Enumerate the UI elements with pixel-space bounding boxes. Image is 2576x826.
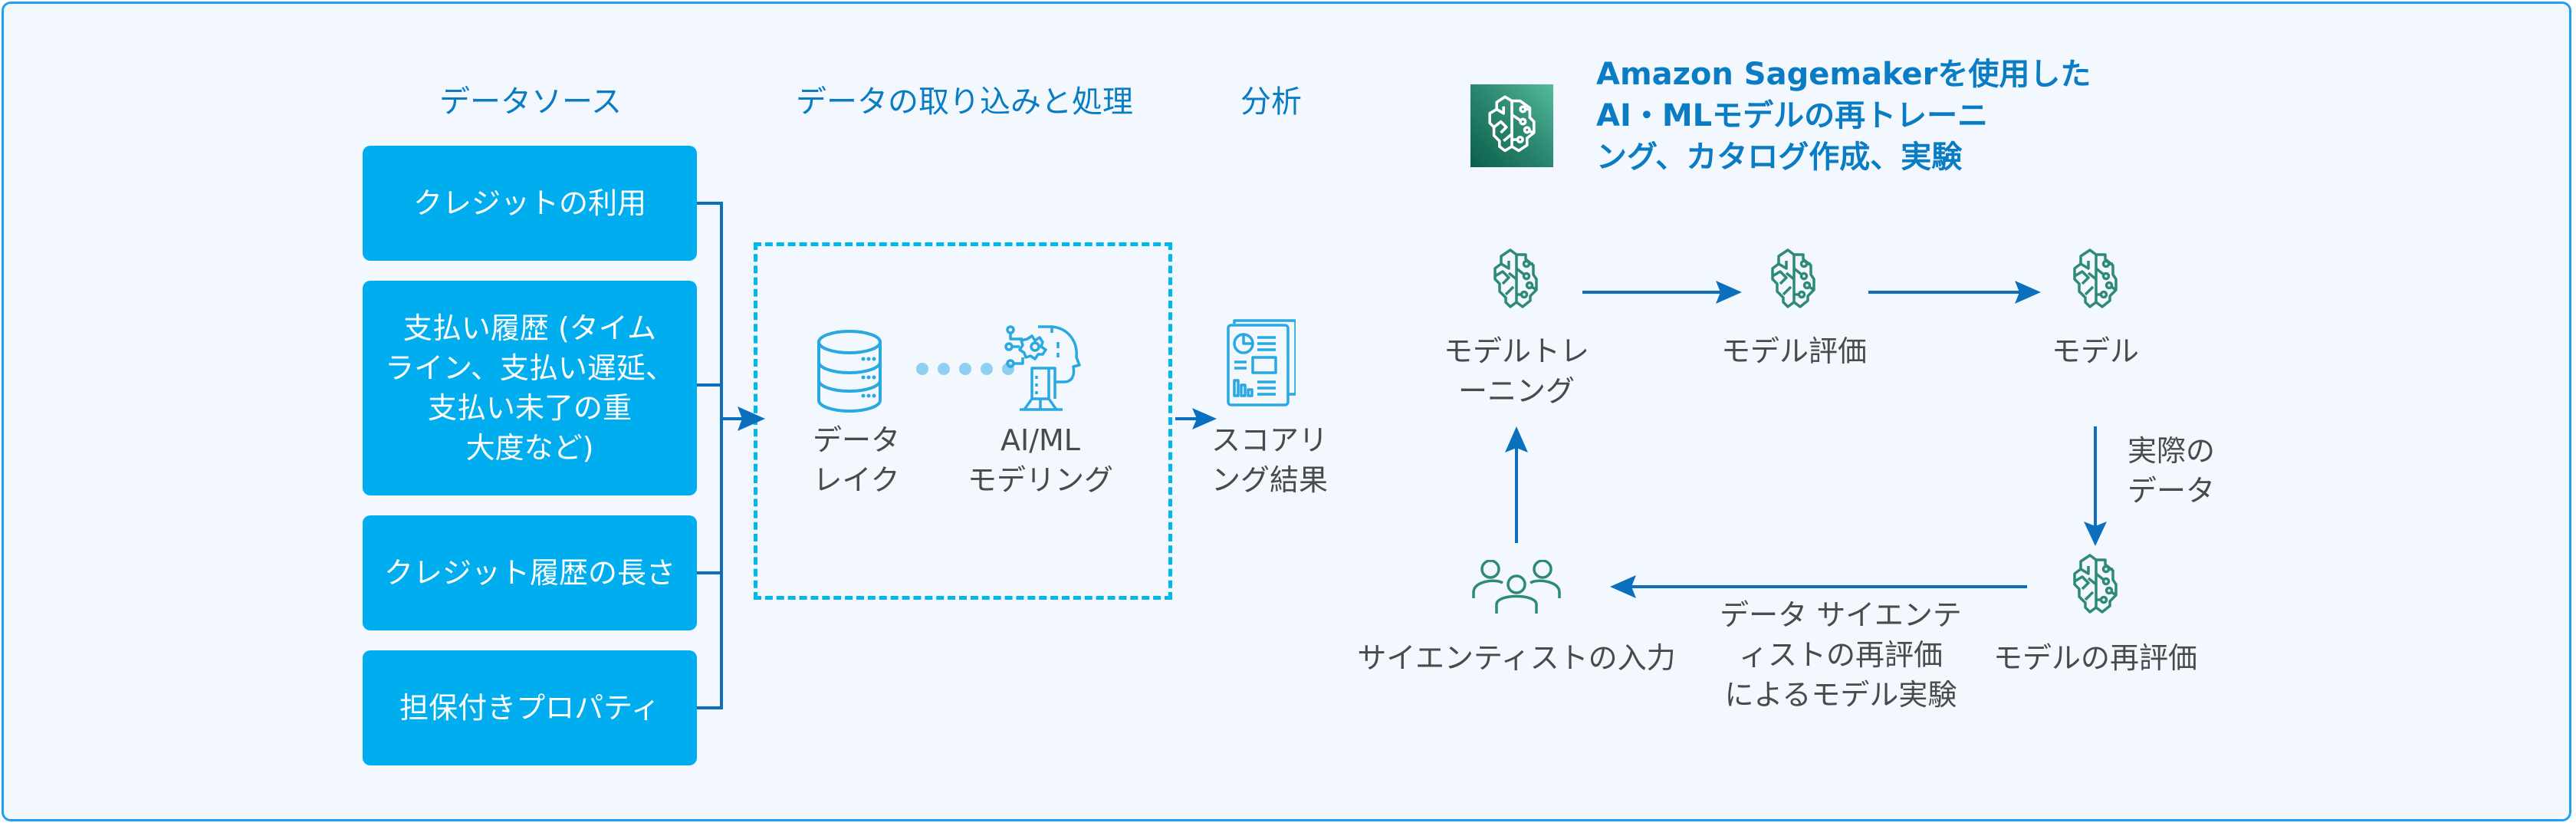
arrow-scientist-to-training	[1505, 426, 1528, 543]
model-brain-icon	[2073, 248, 2118, 308]
data-source-payment-history: 支払い履歴 (タイム ライン、支払い遅延、 支払い未了の重 大度など)	[363, 281, 697, 495]
arrow-model-to-reevaluation	[2084, 426, 2107, 546]
training-brain-icon	[1493, 248, 1538, 308]
report-document-icon	[1227, 319, 1296, 406]
scientist-input-label: サイエンティストの入力	[1357, 641, 1676, 675]
arrow-reevaluation-to-scientist	[1610, 575, 2027, 598]
database-icon	[817, 330, 882, 413]
sagemaker-title: Amazon Sagemakerを使用した AI・MLモデルの再トレーニ ング、…	[1596, 57, 2091, 175]
model-training-label: モデルトレ ーニング	[1443, 334, 1590, 408]
model-evaluation-label: モデル評価	[1720, 334, 1868, 368]
model-experiment-label: データ サイエンテ ィストの再評価 によるモデル実験	[1720, 598, 1962, 712]
data-source-label: 支払い履歴 (タイム ライン、支払い遅延、 支払い未了の重 大度など)	[385, 311, 675, 465]
arrow-evaluation-to-model	[1868, 281, 2041, 304]
model-label: モデル	[2051, 334, 2140, 368]
data-source-label: クレジットの利用	[412, 186, 646, 220]
ai-head-gear-icon	[1004, 325, 1081, 411]
dotted-link	[916, 363, 1014, 375]
column-title-analysis: 分析	[1240, 84, 1302, 120]
evaluation-brain-icon	[1771, 248, 1815, 308]
model-reevaluation-label: モデルの再評価	[1993, 641, 2198, 675]
column-title-ingestion: データの取り込みと処理	[796, 84, 1133, 120]
data-source-label: クレジット履歴の長さ	[383, 556, 675, 590]
sagemaker-logo	[1470, 84, 1553, 167]
reevaluation-brain-icon	[2073, 554, 2118, 614]
data-source-secured-property: 担保付きプロパティ	[363, 650, 697, 765]
source-bracket	[697, 202, 723, 709]
arrow-to-ingestion	[721, 406, 765, 431]
ai-ml-modeling-label: AI/ML モデリング	[967, 423, 1114, 497]
actual-data-label: 実際の データ	[2127, 434, 2216, 508]
arrow-to-scoring	[1175, 408, 1217, 429]
data-source-label: 担保付きプロパティ	[399, 691, 660, 725]
scoring-results-label: スコアリ ング結果	[1211, 423, 1329, 497]
arrow-training-to-evaluation	[1582, 281, 1742, 304]
data-scientists-icon	[1472, 560, 1561, 614]
sagemaker-brain-icon	[1488, 95, 1536, 153]
data-lake-label: データ レイク	[812, 423, 901, 497]
column-title-data-sources: データソース	[439, 84, 622, 120]
data-source-credit-usage: クレジットの利用	[363, 146, 697, 261]
data-source-credit-history-length: クレジット履歴の長さ	[363, 515, 697, 630]
